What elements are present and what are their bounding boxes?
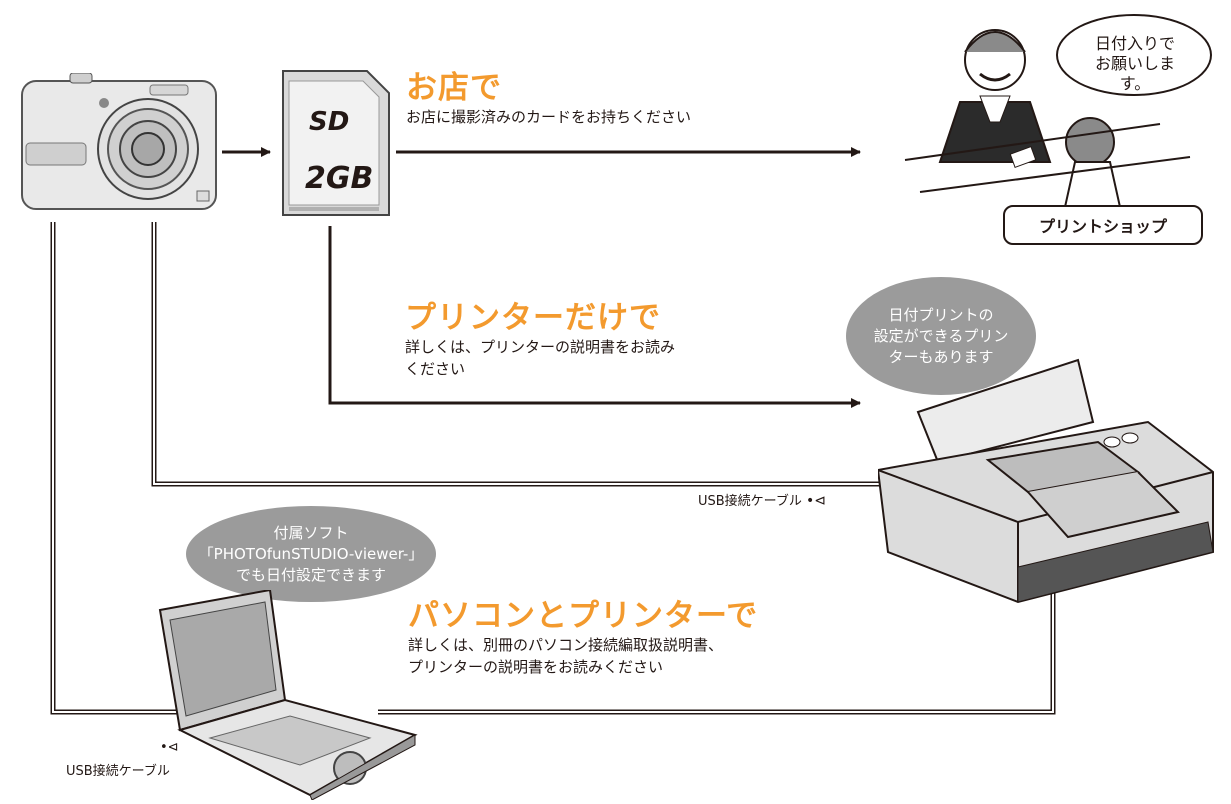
printer-bubble-line-2: 設定ができるプリン bbox=[873, 326, 1009, 345]
sd-logo: SD bbox=[309, 107, 350, 137]
sd-card: SD 2GB bbox=[279, 69, 391, 221]
card-to-printer-arrow bbox=[328, 226, 861, 408]
printer-bubble-line-3: ターもあります bbox=[888, 347, 994, 366]
software-bubble-line-1: 付属ソフト bbox=[273, 523, 349, 542]
printer-only-description-line-2: ください bbox=[405, 360, 466, 378]
speech-line-2: お願いします。 bbox=[1094, 54, 1175, 93]
pc-printer-heading: パソコンとプリンターで bbox=[408, 598, 759, 634]
laptop-image bbox=[150, 588, 420, 804]
sd-capacity: 2GB bbox=[305, 161, 374, 196]
print-shop-label: プリントショップ bbox=[1003, 205, 1203, 245]
printer-only-description: 詳しくは、プリンターの説明書をお読み ください bbox=[405, 336, 675, 380]
software-bubble-line-3: でも日付設定できます bbox=[235, 565, 386, 584]
shop-description: お店に撮影済みのカードをお持ちください bbox=[406, 108, 692, 126]
printer-date-bubble: 日付プリントの 設定ができるプリン ターもあります bbox=[846, 277, 1036, 395]
camera-image bbox=[20, 72, 220, 217]
usb-icon: •⊲ bbox=[160, 740, 179, 755]
speech-line-1: 日付入りで bbox=[1094, 34, 1175, 53]
printer-image bbox=[876, 352, 1223, 611]
software-bubble-line-2: 「PHOTOfunSTUDIO-viewer-」 bbox=[198, 544, 424, 563]
shop-heading: お店で bbox=[406, 70, 502, 106]
usb-icon: •⊲ bbox=[806, 493, 827, 509]
print-shop-illustration bbox=[900, 12, 1200, 216]
printer-only-description-line-1: 詳しくは、プリンターの説明書をお読み bbox=[405, 338, 676, 356]
software-bubble: 付属ソフト 「PHOTOfunSTUDIO-viewer-」 でも日付設定できま… bbox=[186, 506, 436, 602]
printer-only-heading: プリンターだけで bbox=[405, 300, 661, 336]
usb-cable-printer-label: USB接続ケーブル •⊲ bbox=[698, 493, 827, 509]
pc-printer-description-line-2: プリンターの説明書をお読みください bbox=[408, 658, 664, 676]
pc-printer-description: 詳しくは、別冊のパソコン接続編取扱説明書、 プリンターの説明書をお読みください bbox=[408, 634, 723, 678]
printer-bubble-line-1: 日付プリントの bbox=[888, 305, 994, 324]
usb-cable-pc-label: USB接続ケーブル bbox=[66, 764, 170, 779]
speech-bubble: 日付入りで お願いします。 bbox=[1056, 14, 1212, 96]
pc-printer-description-line-1: 詳しくは、別冊のパソコン接続編取扱説明書、 bbox=[408, 636, 724, 654]
